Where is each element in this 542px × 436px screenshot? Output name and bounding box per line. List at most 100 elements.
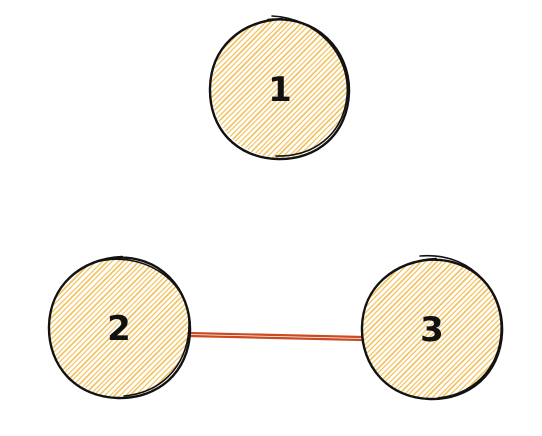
node-2-hatch-line (49, 258, 54, 398)
node-2-hatch-line (65, 258, 189, 398)
node-1-hatch-line (211, 20, 248, 158)
node-2-hatch-line (81, 258, 189, 398)
node-3-hatch-line (362, 259, 435, 399)
node-3-label: 3 (420, 310, 444, 350)
node-1-hatch-line (211, 20, 289, 158)
node-2-hatch-line (49, 258, 65, 398)
node-2-hatch-line (128, 258, 189, 398)
node-1-hatch-line (211, 20, 216, 158)
node-2-hatch-line (49, 258, 96, 398)
node-1-hatch-line (211, 20, 310, 158)
node-2-hatch-line (49, 258, 168, 398)
node-2-hatch-line (49, 258, 132, 398)
node-1-hatch-line (211, 20, 237, 158)
node-2[interactable]: 2 (0, 253, 329, 404)
node-1-outline (208, 17, 351, 161)
node-1-hatch-line (317, 20, 349, 158)
node-1-hatch-line (281, 20, 349, 158)
node-3-hatch-line (404, 259, 502, 399)
node-1-hatch-line (211, 20, 258, 158)
node-3-hatch-line (383, 259, 502, 399)
node-2-hatch-line (138, 258, 189, 398)
node-3-hatch-line (482, 259, 502, 399)
node-3-hatch-line (362, 259, 461, 399)
node-3-hatch-line (451, 259, 502, 399)
node-2-hatch-line (49, 258, 153, 398)
node-1-hatch-line (250, 20, 349, 158)
node-1-hatch-line (211, 20, 326, 158)
node-2-hatch-line (49, 258, 137, 398)
node-1-hatch-line (255, 20, 349, 158)
node-2-hatch-line (96, 258, 189, 398)
node-2-hatch-line (49, 258, 142, 398)
node-1-hatch-line (333, 20, 349, 158)
node-2-hatch-line (112, 258, 189, 398)
node-2-outline-sketch (95, 258, 190, 397)
node-3-hatch-line (362, 259, 372, 399)
node-3-hatch-line (362, 259, 477, 399)
node-1-hatch-line (344, 20, 349, 158)
node-3-hatch-line (477, 259, 502, 399)
node-2-hatch-line (133, 258, 189, 398)
node-1-hatch-line (239, 20, 349, 158)
node-1-hatch-line (297, 20, 349, 158)
node-3-hatch-line (362, 259, 440, 399)
node-3-hatch-line (362, 259, 414, 399)
node-2-hatch-line (49, 258, 127, 398)
node-2-hatch-line (122, 258, 189, 398)
node-1[interactable]: 1 (69, 15, 491, 164)
node-2-hatch-line (49, 258, 148, 398)
edge-2-3 (186, 331, 365, 342)
node-1-hatch-line (266, 20, 349, 158)
node-1-hatch-line (211, 20, 330, 158)
node-2-hatch-line (49, 258, 111, 398)
node-3-hatch-line (362, 259, 377, 399)
node-3-hatch-line (435, 259, 502, 399)
node-3-hatch-line (399, 259, 502, 399)
node-2-hatch-line (91, 258, 189, 398)
node-1-hatch-line (211, 20, 304, 158)
node-3-hatch-line (415, 259, 502, 399)
node-1-hatch-line (211, 20, 273, 158)
node-2-hatch-line (49, 258, 117, 398)
node-1-hatch-line (211, 20, 268, 158)
node-2-hatch-line (49, 258, 164, 398)
node-3-hatch-line (362, 259, 419, 399)
node-1-hatch-line (211, 20, 226, 158)
node-1-hatch-line (211, 20, 284, 158)
node-1-hatch-line (328, 20, 349, 158)
node-2-hatch-line (174, 258, 189, 398)
node-2-hatch-line (49, 258, 122, 398)
node-1-hatch-line (211, 20, 279, 158)
node-2-hatch-line (180, 258, 189, 398)
node-1-hatch-line (229, 20, 349, 158)
node-1-hatch-line (234, 20, 349, 158)
node-3-hatch-line (362, 259, 450, 399)
node-1-hatch-line (338, 20, 349, 158)
node-1-hatch-line (211, 20, 221, 158)
node-1-hatch-line (292, 20, 349, 158)
node-1-hatch-line (211, 20, 315, 158)
node-1-hatch-line (211, 20, 263, 158)
node-1-hatch-line (260, 20, 349, 158)
edge-2-3-stroke-a (186, 331, 364, 339)
node-1-hatch-line (211, 20, 232, 158)
node-3-hatch-line (362, 259, 471, 399)
node-1-hatch-line (276, 20, 349, 158)
edge-2-3-stroke-b (187, 334, 365, 342)
node-1-hatch-line (211, 20, 299, 158)
node-3-hatch (362, 259, 502, 399)
node-3-hatch-line (362, 259, 481, 399)
node-3-hatch-line (487, 259, 502, 399)
node-3[interactable]: 3 (218, 254, 542, 405)
node-2-hatch-line (117, 258, 189, 398)
node-3-hatch-line (441, 259, 502, 399)
node-1-hatch-line (211, 20, 320, 158)
node-3-hatch-line (362, 259, 455, 399)
node-3-hatch-line (362, 259, 367, 399)
node-1-hatch-line (312, 20, 349, 158)
node-1-label: 1 (268, 70, 292, 110)
node-2-hatch-line (75, 258, 189, 398)
node-1-hatch-line (286, 20, 349, 158)
node-2-hatch-line (49, 258, 106, 398)
